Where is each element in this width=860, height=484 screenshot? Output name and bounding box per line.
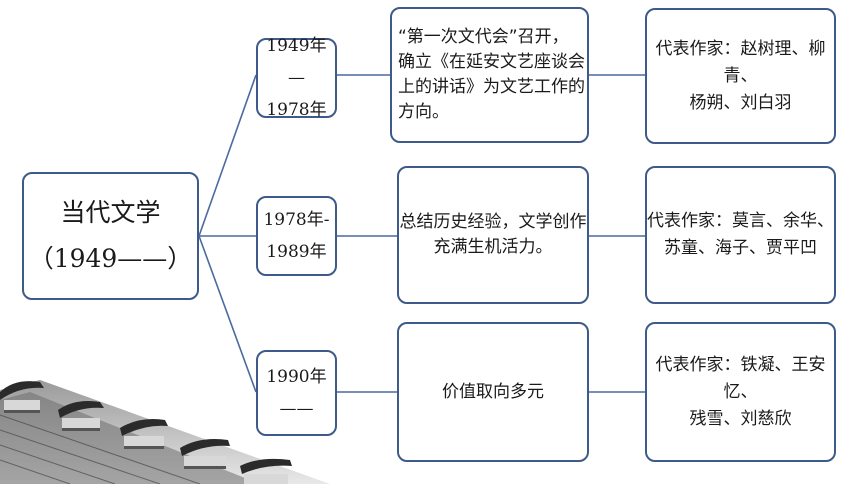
period-node-2: 1978年- 1989年 <box>256 196 337 276</box>
author-line: 代表作家：铁凝、王安忆、 <box>655 354 826 402</box>
period-line: 1949年— <box>266 36 327 88</box>
author-line: 残雪、刘慈欣 <box>689 408 792 429</box>
author-line: 代表作家：赵树理、柳青、 <box>655 38 826 86</box>
traditional-roof-illustration <box>0 380 330 484</box>
root-subtitle: （1949——） <box>28 244 193 273</box>
event-line: 确立《在延安文艺座谈会 <box>398 52 585 72</box>
author-line: 苏童、海子、贾平凹 <box>664 238 817 258</box>
period-line: 1978年- <box>263 210 330 230</box>
period-line: 1989年 <box>266 242 327 262</box>
author-line: 杨朔、刘白羽 <box>689 92 792 113</box>
author-node-2: 代表作家：莫言、余华、 苏童、海子、贾平凹 <box>645 166 836 304</box>
author-line: 代表作家：莫言、余华、 <box>647 211 834 231</box>
period-line: 1978年 <box>266 100 327 120</box>
event-node-1: “第一次文代会”召开， 确立《在延安文艺座谈会 上的讲话》为文艺工作的 方向。 <box>390 7 589 143</box>
period-line: 1990年—— <box>266 367 327 419</box>
root-title: 当代文学 <box>60 198 161 227</box>
event-line: “第一次文代会”召开， <box>398 27 569 47</box>
author-node-3: 代表作家：铁凝、王安忆、 残雪、刘慈欣 <box>645 322 836 462</box>
event-node-2: 总结历史经验，文学创作 充满生机活力。 <box>397 166 589 304</box>
event-node-3: 价值取向多元 <box>397 322 589 462</box>
period-node-1: 1949年— 1978年 <box>256 36 337 120</box>
event-line: 充满生机活力。 <box>433 237 553 257</box>
author-node-1: 代表作家：赵树理、柳青、 杨朔、刘白羽 <box>645 8 836 144</box>
period-node-3: 1990年—— <box>256 350 337 436</box>
link-root-period-1 <box>198 74 257 237</box>
link-root-period-3 <box>198 235 257 393</box>
event-line: 上的讲话》为文艺工作的 <box>398 77 585 97</box>
event-line: 价值取向多元 <box>442 381 544 402</box>
event-line: 方向。 <box>398 102 449 122</box>
event-line: 总结历史经验，文学创作 <box>399 212 587 232</box>
root-node: 当代文学 （1949——） <box>22 172 199 300</box>
